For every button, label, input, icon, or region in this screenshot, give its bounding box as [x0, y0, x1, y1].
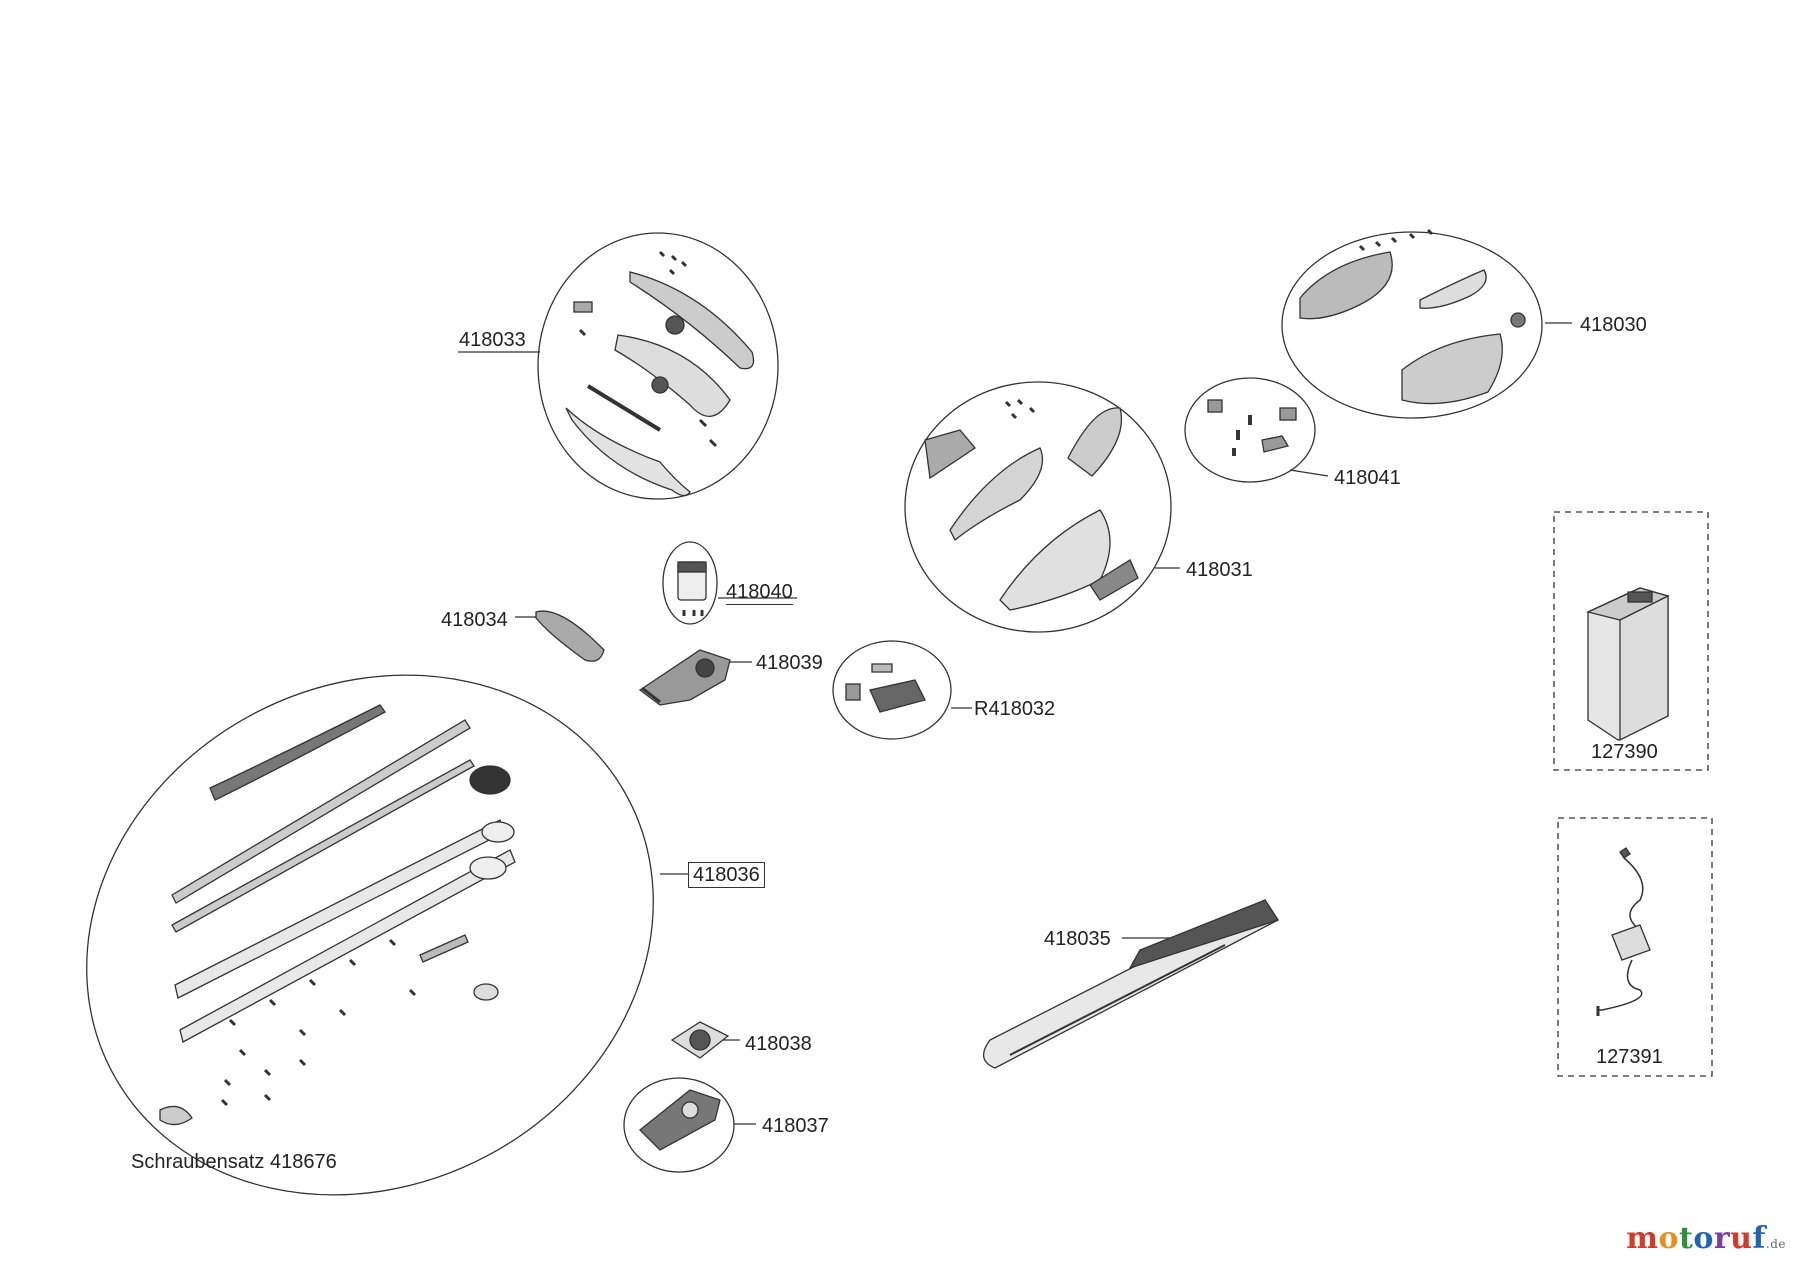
motoruf-watermark: motoruf.de	[1626, 1221, 1786, 1256]
label-418037: 418037	[762, 1115, 829, 1137]
watermark-letter: r	[1713, 1221, 1731, 1256]
watermark-letters: motoruf	[1626, 1221, 1766, 1256]
group-418036	[86, 674, 688, 1196]
gearbox-icon	[638, 649, 752, 706]
part-418038	[670, 1021, 740, 1059]
battery-icon	[1586, 587, 1670, 742]
group-418041	[1184, 377, 1329, 483]
blade-icon	[159, 704, 516, 1126]
label-418030: 418030	[1580, 314, 1647, 336]
group-418033	[458, 232, 779, 500]
label-127390: 127390	[1591, 741, 1658, 763]
label-418041: 418041	[1334, 467, 1401, 489]
label-418040: 418040	[726, 581, 793, 605]
box-127391	[1557, 817, 1713, 1077]
watermark-letter: o	[1658, 1221, 1679, 1256]
label-418035: 418035	[1044, 928, 1111, 950]
box-127390	[1553, 511, 1709, 771]
group-418031	[904, 381, 1180, 633]
label-418033: 418033	[459, 329, 526, 351]
watermark-tld: .de	[1765, 1237, 1786, 1251]
label-screwset: Schraubensatz 418676	[131, 1151, 337, 1173]
label-418034: 418034	[441, 609, 508, 631]
label-418036: 418036	[688, 862, 765, 888]
watermark-letter: t	[1678, 1221, 1694, 1256]
watermark-letter: f	[1752, 1221, 1766, 1256]
exploded-housing-icon	[924, 398, 1139, 611]
label-r418032: R418032	[974, 698, 1056, 720]
label-418038: 418038	[745, 1033, 812, 1055]
label-127391: 127391	[1596, 1046, 1663, 1068]
watermark-letter: u	[1730, 1221, 1753, 1256]
motor-icon	[677, 561, 707, 616]
watermark-letter: m	[1626, 1221, 1659, 1256]
group-418040	[662, 541, 797, 625]
label-418031: 418031	[1186, 559, 1253, 581]
blade-guard-icon	[983, 899, 1280, 1069]
group-418037	[623, 1077, 756, 1173]
exploded-housing-icon	[565, 250, 755, 497]
label-418039: 418039	[756, 652, 823, 674]
watermark-letter: o	[1693, 1221, 1714, 1256]
part-418034	[515, 610, 605, 662]
group-418030	[1281, 228, 1572, 419]
group-r418032	[832, 640, 972, 740]
charger-icon	[1596, 847, 1651, 1016]
exploded-housing-icon	[1299, 228, 1526, 405]
